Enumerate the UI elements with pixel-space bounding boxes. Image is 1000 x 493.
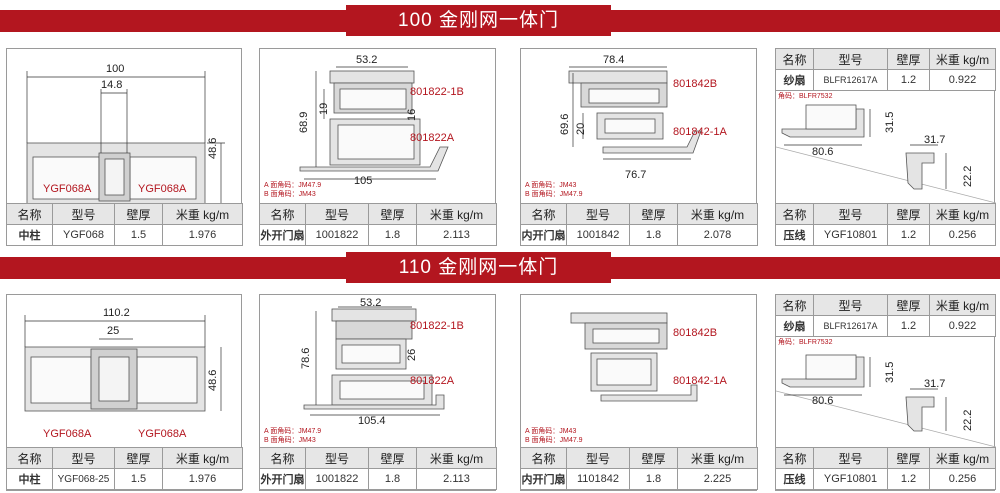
out-door-drawing [299, 66, 449, 180]
part-label-top: 801822-1B [410, 320, 464, 332]
part-label-top: 801842B [673, 327, 718, 339]
top-dimension: 53.2 [356, 54, 378, 66]
corner-note-b: B 面角码：JM47.9 [525, 437, 583, 444]
in-door-card: 801842B 801842-1A A 面角码：JM43 B 面角码：JM47.… [520, 294, 758, 491]
part-label-right: YGF068A [138, 183, 187, 195]
part-label-bottom: 801842-1A [673, 375, 727, 387]
section-banner-100: 100 金刚网一体门 [0, 5, 1000, 36]
part-label-left: YGF068A [43, 183, 92, 195]
middle-post-card: 100 14.8 48.6 YGF068A YGF068A 名称型号壁厚米重 k… [6, 48, 243, 246]
part-label-top: 801822-1B [410, 86, 464, 98]
middle-post-card: 110.2 25 48.6 YGF068A YGF068A 名称型号壁厚米重 k… [6, 294, 243, 491]
inner-dimension: 25 [107, 325, 120, 337]
part-label-bottom: 801842-1A [673, 126, 727, 138]
part-label-left: YGF068A [43, 428, 92, 440]
in-door-drawing [570, 312, 698, 402]
out-door-card: 53.2 68.9 19 16 105 801822-1B 801822A A … [259, 48, 497, 246]
height-dimension: 78.6 [300, 347, 312, 369]
height-dimension: 69.6 [559, 113, 571, 135]
width-dimension: 100 [106, 63, 125, 75]
top-dimension: 53.2 [360, 297, 382, 309]
corner-note-b: B 面角码：JM43 [264, 437, 316, 444]
part-label-bottom: 801822A [410, 375, 455, 387]
width-dimension: 110.2 [103, 307, 130, 319]
screen-width-dimension: 80.6 [812, 146, 834, 158]
section-title: 110 金刚网一体门 [346, 252, 611, 283]
in-door-card: 78.4 69.6 20 76.7 801842B 801842-1A A 面角… [520, 48, 758, 246]
out-door-card: 53.2 78.6 26 105.4 801822-1B 801822A A 面… [259, 294, 497, 491]
height-dimension: 48.6 [207, 137, 219, 159]
screen-height-dimension: 31.5 [884, 111, 896, 133]
height-dimension: 48.6 [207, 369, 219, 391]
inner-dimension: 14.8 [101, 79, 123, 91]
out-door-drawing [303, 306, 445, 416]
small-height-dimension: 22.2 [962, 409, 974, 431]
middle-post-drawing [24, 315, 222, 412]
corner-note: 角码：BLFR7532 [778, 339, 833, 346]
part-label-right: YGF068A [138, 428, 187, 440]
screen-drawing [776, 354, 996, 448]
in-door-drawing [568, 66, 702, 160]
inner-dimension: 19 [318, 102, 330, 115]
small-width-dimension: 31.7 [924, 134, 946, 146]
corner-note-a: A 面角码：JM47.9 [264, 428, 322, 435]
right-dimension: 26 [406, 348, 418, 361]
top-dimension: 78.4 [603, 54, 625, 66]
section-banner-110: 110 金刚网一体门 [0, 252, 1000, 283]
screen-height-dimension: 31.5 [884, 361, 896, 383]
section-title: 100 金刚网一体门 [346, 5, 611, 36]
bottom-dimension: 76.7 [625, 169, 647, 181]
right-dimension: 16 [406, 108, 418, 121]
screen-drawing [776, 104, 996, 204]
corner-note-a: A 面角码：JM43 [525, 428, 577, 435]
small-width-dimension: 31.7 [924, 378, 946, 390]
height-dimension: 68.9 [298, 111, 310, 133]
corner-note-b: B 面角码：JM47.9 [525, 191, 583, 198]
corner-note-b: B 面角码：JM43 [264, 191, 316, 198]
part-label-bottom: 801822A [410, 132, 455, 144]
middle-post-drawing [26, 71, 225, 206]
corner-note-a: A 面角码：JM43 [525, 182, 577, 189]
corner-note: 角码：BLFR7532 [778, 93, 833, 100]
screen-width-dimension: 80.6 [812, 395, 834, 407]
small-height-dimension: 22.2 [962, 165, 974, 187]
bottom-dimension: 105 [354, 175, 373, 187]
inner-dimension: 20 [575, 122, 587, 135]
bottom-dimension: 105.4 [358, 415, 386, 427]
part-label-top: 801842B [673, 78, 718, 90]
corner-note-a: A 面角码：JM47.9 [264, 182, 322, 189]
